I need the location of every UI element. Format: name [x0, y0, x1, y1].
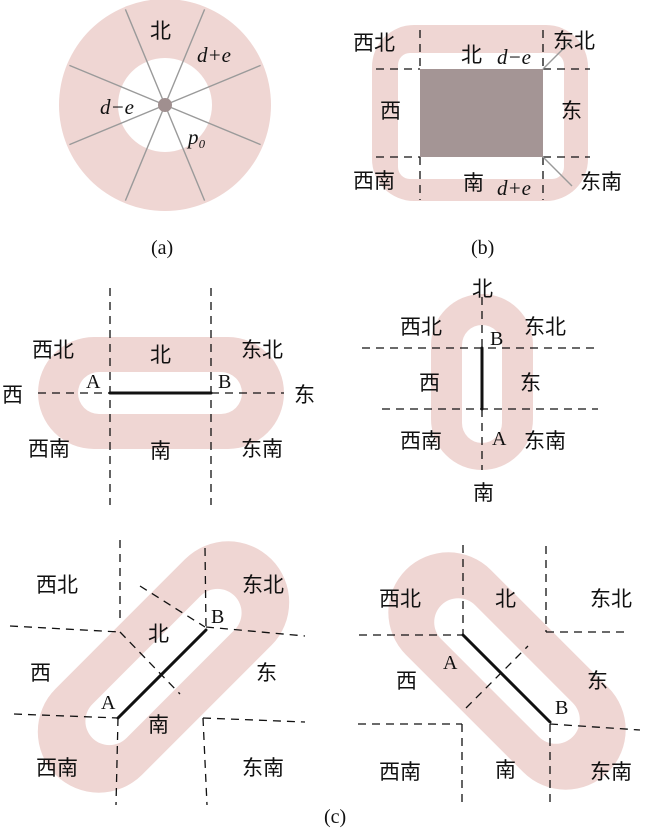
panel-b-sector-dividers [376, 30, 590, 200]
vertical-label-north: 北 [472, 277, 493, 301]
horizontal-label-southwest: 西南 [28, 437, 70, 461]
diag-down-sector-dividers [358, 545, 641, 808]
horizontal-sector-dividers [38, 288, 284, 505]
vertical-label-northeast: 东北 [524, 315, 566, 339]
horizontal-point-a: A [86, 371, 101, 393]
diag-down-label-northeast: 东北 [590, 587, 632, 611]
vertical-label-northwest: 西北 [400, 315, 442, 339]
panel-a-label-d-plus-e: d+e [197, 43, 231, 67]
diag-down-label-southwest: 西南 [379, 760, 421, 784]
diag-up-inner-buffer [85, 588, 242, 746]
diag-down-label-northwest: 西北 [379, 587, 421, 611]
panel-b-label-west: 西 [380, 99, 401, 123]
diag-down-inner-buffer [434, 598, 580, 744]
panel-b-polygon [420, 69, 543, 157]
panel-c-diagonal-down: 西北 北 东北 西 东 西南 南 东南 A B [358, 545, 641, 808]
panel-b: 西北 北 d−e 东北 西 东 西南 南 d+e 东南 (b) [353, 25, 622, 259]
panel-a-label-d-minus-e: d−e [100, 95, 134, 119]
vertical-label-south: 南 [473, 481, 494, 505]
panel-b-label-d-plus-e: d+e [497, 176, 531, 200]
panel-c-caption: (c) [324, 806, 346, 828]
panel-b-label-d-minus-e: d−e [497, 45, 531, 69]
panel-c-diagonal-up: 西北 东北 北 西 东 南 西南 东南 A B [9, 540, 306, 806]
panel-a-sector-dividers [69, 9, 261, 201]
horizontal-label-northwest: 西北 [32, 338, 74, 362]
vertical-point-a: A [492, 428, 507, 450]
diag-up-label-northwest: 西北 [36, 573, 78, 597]
diag-up-label-west: 西 [30, 661, 51, 685]
horizontal-label-west: 西 [2, 383, 23, 407]
diag-down-point-b: B [555, 697, 568, 719]
panel-b-corner-dividers [542, 39, 573, 187]
horizontal-label-north: 北 [150, 343, 171, 367]
diag-up-label-east: 东 [256, 661, 277, 685]
panel-b-label-southeast: 东南 [580, 170, 622, 194]
panel-a-label-north: 北 [150, 19, 171, 43]
horizontal-point-b: B [218, 371, 231, 393]
diag-up-point-a: A [101, 692, 116, 714]
diag-up-label-north: 北 [148, 622, 169, 646]
vertical-label-west: 西 [419, 371, 440, 395]
diag-up-label-southwest: 西南 [36, 756, 78, 780]
vertical-point-b: B [490, 328, 503, 350]
panel-a-caption: (a) [151, 237, 173, 259]
panel-a: 北 d+e d−e p₀ (a) [59, 0, 271, 259]
horizontal-label-south: 南 [150, 439, 171, 463]
panel-b-label-north: 北 [461, 43, 482, 67]
panel-b-label-east: 东 [561, 99, 582, 123]
horizontal-label-northeast: 东北 [241, 338, 283, 362]
diag-down-label-west: 西 [396, 669, 417, 693]
diag-down-label-southeast: 东南 [590, 760, 632, 784]
vertical-label-southwest: 西南 [400, 429, 442, 453]
diag-up-point-b: B [211, 606, 224, 628]
horizontal-label-east: 东 [294, 383, 315, 407]
diag-down-point-a: A [443, 652, 458, 674]
panel-b-label-northwest: 西北 [353, 31, 395, 55]
diag-up-label-southeast: 东南 [242, 756, 284, 780]
panel-c-vertical: 北 西北 东北 西 东 西南 东南 南 A B [362, 277, 600, 505]
diag-down-label-east: 东 [587, 669, 608, 693]
panel-c-horizontal: 西北 北 东北 西 东 西南 南 东南 A B [2, 288, 315, 505]
diag-up-label-northeast: 东北 [242, 573, 284, 597]
vertical-label-east: 东 [520, 371, 541, 395]
panel-b-label-northeast: 东北 [553, 29, 595, 53]
diag-up-label-south: 南 [148, 713, 169, 737]
diag-down-label-south: 南 [495, 758, 516, 782]
panel-b-label-south: 南 [463, 171, 484, 195]
diag-up-sector-dividers [9, 540, 306, 806]
diag-up-line-segment [116, 628, 208, 720]
horizontal-label-southeast: 东南 [241, 437, 283, 461]
panel-a-center-point [158, 98, 172, 112]
diag-down-line-segment [461, 633, 552, 724]
panel-a-label-p0: p₀ [186, 125, 206, 149]
diag-down-label-north: 北 [495, 587, 516, 611]
panel-b-caption: (b) [471, 237, 494, 259]
panel-b-label-southwest: 西南 [353, 169, 395, 193]
vertical-label-southeast: 东南 [524, 429, 566, 453]
